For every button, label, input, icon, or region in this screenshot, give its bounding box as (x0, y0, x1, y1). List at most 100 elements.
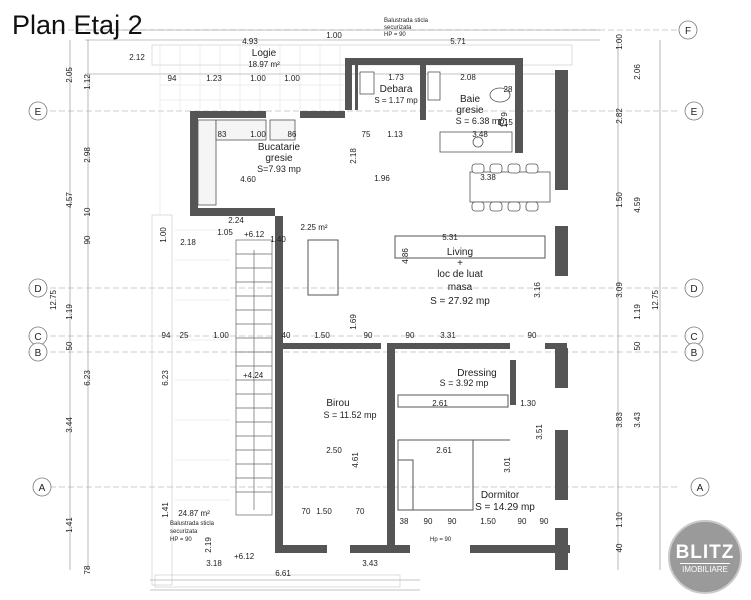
axis-label-a-left: A (39, 483, 46, 494)
room-logie-name: Logie (252, 48, 277, 59)
room-birou-area: S = 11.52 mp (323, 410, 376, 420)
svg-text:4.61: 4.61 (351, 452, 360, 468)
dimensions-right: 1.00 2.06 2.82 4.59 1.50 3.09 12.75 1.19… (615, 34, 660, 553)
note-balustrada-bottom-3: HP = 90 (170, 537, 192, 543)
svg-text:83: 83 (218, 130, 227, 139)
dimensions-top: 4.93 1.00 5.71 2.12 94 1.23 1.00 1.00 1.… (129, 31, 513, 127)
company-logo: BLITZ IMOBILIARE (668, 520, 742, 594)
note-balustrada-top-1: Balustrada sticla (384, 18, 429, 24)
svg-text:3.09: 3.09 (615, 282, 624, 298)
svg-text:28: 28 (504, 85, 513, 94)
level-marker-1: +6.12 (244, 230, 265, 239)
axis-label-e-left: E (35, 107, 42, 118)
svg-text:90: 90 (518, 517, 527, 526)
svg-text:1.40: 1.40 (270, 235, 286, 244)
svg-text:1.69: 1.69 (349, 314, 358, 330)
svg-text:94: 94 (168, 74, 177, 83)
svg-text:5.31: 5.31 (442, 233, 458, 242)
dimensions-inner: 4.60 83 86 1.00 2.24 1.05 1.40 1.96 3.38… (162, 112, 544, 473)
svg-text:75: 75 (362, 130, 371, 139)
svg-text:1.13: 1.13 (387, 130, 403, 139)
svg-text:1.30: 1.30 (520, 399, 536, 408)
staircase (235, 239, 273, 516)
room-bucatarie-subtitle: gresie (265, 153, 293, 164)
room-living-area: S = 27.92 mp (430, 296, 490, 307)
note-balustrada-top-2: securizata (384, 25, 412, 31)
plan-title: Plan Etaj 2 (12, 10, 143, 40)
svg-text:2.05: 2.05 (65, 67, 74, 83)
room-living-name: Living (447, 247, 473, 258)
svg-text:2.08: 2.08 (460, 73, 476, 82)
svg-text:1.00: 1.00 (159, 227, 168, 243)
svg-text:3.43: 3.43 (362, 559, 378, 568)
axis-label-c-left: C (34, 332, 41, 343)
svg-text:2.61: 2.61 (436, 446, 452, 455)
axis-label-b-left: B (35, 348, 42, 359)
note-balustrada-bottom-2: securizata (170, 529, 198, 535)
svg-text:1.96: 1.96 (374, 174, 390, 183)
room-debara-area: S = 1.17 mp (374, 96, 418, 105)
svg-text:86: 86 (288, 130, 297, 139)
svg-text:4.59: 4.59 (633, 197, 642, 213)
svg-text:2.19: 2.19 (204, 537, 213, 553)
svg-text:1.50: 1.50 (316, 507, 332, 516)
svg-text:2.18: 2.18 (349, 148, 358, 164)
svg-text:1.19: 1.19 (65, 304, 74, 320)
svg-text:1.19: 1.19 (633, 304, 642, 320)
terrace-grid (159, 45, 345, 501)
room-labels: Logie 18.97 m² Debara S = 1.17 mp Baie g… (178, 48, 535, 518)
svg-text:12.75: 12.75 (49, 289, 58, 310)
svg-text:25: 25 (180, 331, 189, 340)
axis-label-d-left: D (34, 284, 41, 295)
svg-text:90: 90 (83, 235, 92, 244)
svg-text:4.60: 4.60 (240, 175, 256, 184)
svg-text:3.18: 3.18 (206, 559, 222, 568)
svg-text:2.18: 2.18 (180, 238, 196, 247)
svg-text:1.41: 1.41 (65, 517, 74, 533)
room-living-plus: + (457, 258, 463, 269)
svg-text:1.05: 1.05 (217, 228, 233, 237)
dimensions-bottom: 3.18 6.61 3.43 70 1.50 70 38 90 90 1.50 … (206, 507, 549, 578)
axis-labels: F E E D D C C B B A A (34, 26, 703, 494)
room-debara-name: Debara (380, 84, 413, 95)
dimensions-left: 2.05 1.12 2.98 4.57 10 90 12.75 1.19 50 … (49, 67, 213, 575)
svg-text:2.61: 2.61 (432, 399, 448, 408)
svg-text:4.86: 4.86 (401, 248, 410, 264)
svg-text:90: 90 (406, 331, 415, 340)
bathroom-fixtures (359, 71, 513, 153)
svg-text:1.50: 1.50 (314, 331, 330, 340)
room-dressing-area: S = 3.92 mp (440, 378, 489, 388)
svg-text:1.00: 1.00 (326, 31, 342, 40)
svg-text:90: 90 (540, 517, 549, 526)
svg-text:94: 94 (162, 331, 171, 340)
svg-text:1.10: 1.10 (615, 512, 624, 528)
svg-text:1.00: 1.00 (250, 130, 266, 139)
room-birou-name: Birou (326, 398, 349, 409)
svg-text:3.38: 3.38 (480, 173, 496, 182)
room-logie-area: 18.97 m² (248, 60, 280, 69)
svg-text:1.00: 1.00 (284, 74, 300, 83)
axis-label-f: F (685, 26, 691, 37)
kitchen-counter (197, 119, 296, 206)
svg-text:1.00: 1.00 (615, 34, 624, 50)
room-bucatarie-name: Bucatarie (258, 142, 301, 153)
note-hp-90: Hp = 90 (430, 537, 452, 543)
svg-text:5.71: 5.71 (450, 37, 466, 46)
room-dormitor-name: Dormitor (481, 490, 520, 501)
svg-text:3.51: 3.51 (535, 424, 544, 440)
dining-table (469, 163, 551, 212)
stair-area: 24.87 m² (178, 509, 210, 518)
axis-label-e-right: E (691, 107, 698, 118)
svg-text:2.50: 2.50 (326, 446, 342, 455)
svg-text:3.48: 3.48 (472, 130, 488, 139)
walls (190, 58, 570, 570)
room-dormitor-area: S = 14.29 mp (475, 502, 535, 513)
svg-text:70: 70 (356, 507, 365, 516)
svg-text:1.79: 1.79 (500, 112, 509, 128)
svg-text:4.57: 4.57 (65, 192, 74, 208)
svg-text:3.16: 3.16 (533, 282, 542, 298)
svg-text:38: 38 (400, 517, 409, 526)
axis-label-a-right: A (697, 483, 704, 494)
